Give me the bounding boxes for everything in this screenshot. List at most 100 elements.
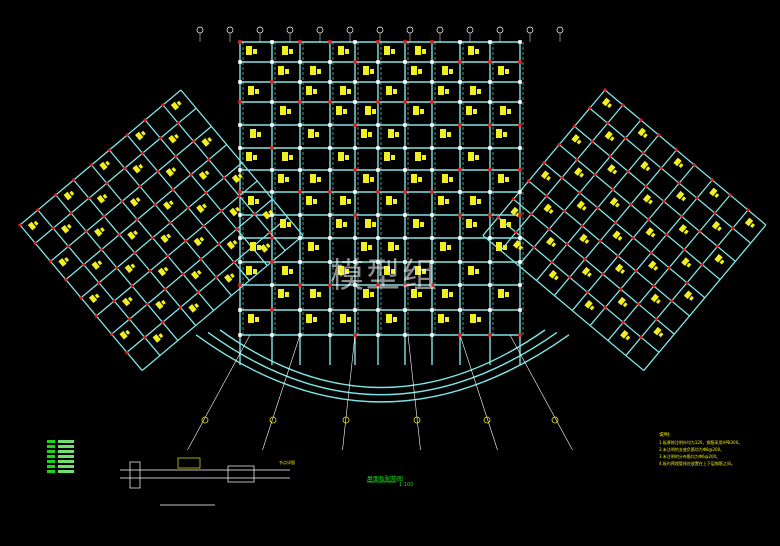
rebar-tag — [440, 129, 446, 138]
column-mark — [496, 215, 501, 220]
rebar-tag — [138, 163, 144, 169]
column-mark — [298, 213, 302, 217]
rebar-tag — [612, 230, 621, 240]
column-mark — [661, 199, 666, 204]
general-notes: 说明: 1.板厚除注明外均为120，钢筋采用HPB300。 2.未注明的支座负筋… — [659, 432, 769, 467]
rebar-tag — [289, 49, 293, 54]
column-mark — [238, 308, 242, 312]
rebar-tag — [683, 290, 693, 300]
rebar-tag — [317, 292, 321, 297]
axis-bubble — [496, 26, 504, 34]
column-mark — [715, 244, 720, 249]
column-mark — [488, 190, 492, 194]
column-mark — [81, 262, 86, 267]
column-mark — [48, 259, 53, 264]
column-mark — [119, 199, 125, 204]
column-mark — [238, 236, 242, 240]
column-mark — [234, 227, 239, 232]
rebar-tag — [132, 164, 141, 174]
wing-grid-line — [543, 162, 706, 299]
rebar-tag — [393, 199, 397, 204]
rebar-tag — [33, 220, 39, 226]
column-mark — [328, 40, 332, 44]
column-mark — [353, 190, 357, 194]
rebar-tag — [289, 155, 293, 160]
rebar-tag — [470, 196, 476, 205]
column-mark — [664, 232, 669, 237]
column-mark — [403, 308, 407, 312]
column-mark — [458, 260, 462, 264]
rebar-tag — [650, 293, 660, 303]
rebar-tag — [196, 269, 202, 275]
column-mark — [298, 123, 302, 127]
column-mark — [328, 80, 332, 84]
rebar-tag — [361, 242, 367, 251]
rebar-tag — [317, 177, 321, 182]
rebar-tag — [193, 237, 202, 247]
column-mark — [219, 208, 224, 214]
column-mark — [697, 229, 702, 234]
rebar-tag — [645, 166, 651, 172]
column-mark — [298, 260, 302, 264]
column-mark — [353, 308, 357, 312]
notes-title: 说明: — [659, 432, 671, 438]
column-mark — [104, 181, 109, 186]
rebar-tag — [102, 193, 108, 199]
legend-swatch — [47, 470, 55, 473]
rebar-tag — [675, 190, 685, 200]
rebar-tag — [289, 269, 293, 274]
rebar-tag — [438, 196, 444, 205]
rebar-tag — [440, 242, 446, 251]
rebar-tag — [287, 109, 291, 114]
column-mark — [549, 260, 554, 265]
column-mark — [518, 260, 522, 264]
rebar-tag — [468, 46, 474, 55]
column-mark — [518, 308, 522, 312]
column-mark — [430, 236, 434, 240]
column-mark — [270, 213, 274, 217]
column-mark — [574, 157, 580, 162]
column-mark — [298, 60, 302, 64]
rebar-tag — [384, 152, 390, 161]
rebar-tag — [280, 219, 286, 228]
column-mark — [430, 283, 434, 287]
column-mark — [488, 333, 492, 337]
rebar-tag — [422, 269, 426, 274]
rebar-tag — [571, 134, 580, 143]
rebar-tag — [347, 199, 351, 204]
rebar-tag — [338, 152, 344, 161]
legend-entry — [58, 465, 74, 468]
rebar-tag — [246, 46, 252, 55]
legend-entry — [58, 445, 74, 448]
column-mark — [298, 100, 302, 104]
rebar-tag — [194, 303, 200, 309]
column-mark — [270, 60, 274, 64]
column-mark — [656, 132, 661, 138]
column-mark — [328, 213, 332, 217]
column-mark — [598, 238, 603, 244]
rebar-tag — [345, 49, 349, 54]
curved-arc-beams — [187, 329, 573, 451]
column-mark — [376, 308, 380, 312]
rebar-tag — [395, 132, 399, 137]
column-mark — [636, 302, 641, 307]
column-mark — [238, 123, 242, 127]
wing-grid-line — [482, 235, 645, 372]
rebar-tag — [196, 204, 205, 214]
column-mark — [458, 100, 462, 104]
rebar-tag — [553, 275, 559, 281]
rebar-tag — [124, 264, 133, 274]
axis-bubble — [286, 26, 294, 34]
rebar-tag — [338, 46, 344, 55]
legend-swatch — [47, 440, 55, 443]
rebar-tag — [422, 155, 426, 160]
column-mark — [237, 193, 242, 199]
rebar-tag — [391, 49, 395, 54]
column-mark — [140, 151, 145, 156]
column-mark — [621, 320, 626, 325]
rebar-tag — [438, 86, 444, 95]
rebar-tag — [99, 227, 105, 233]
axis-bubble — [342, 416, 350, 424]
